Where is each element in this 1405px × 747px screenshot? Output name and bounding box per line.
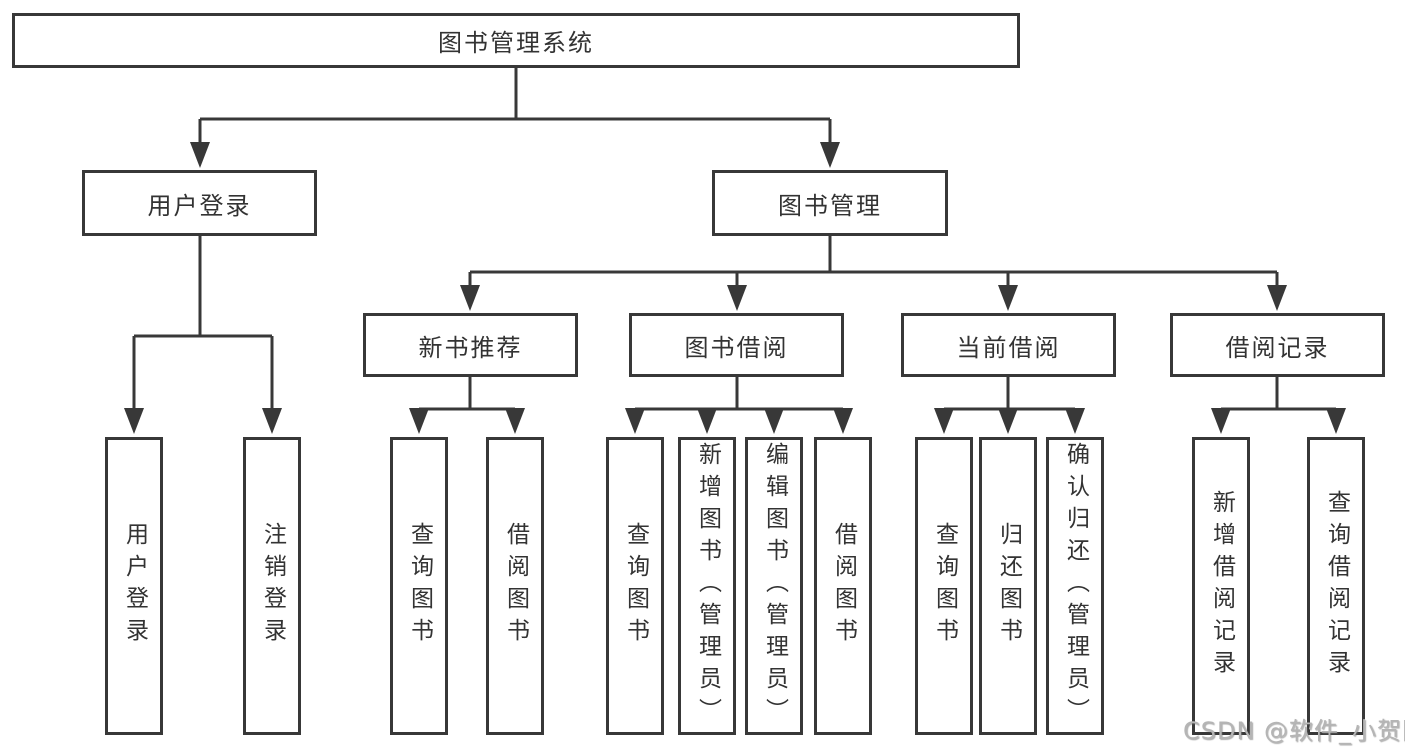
arrow-down-icon [833, 408, 853, 434]
leaf-borrow-books: 借阅图书 [486, 437, 544, 735]
leaf-user-login: 用户登录 [105, 437, 163, 735]
edges-root-to-level2 [190, 68, 840, 168]
leaf-add-borrow-record: 新增借阅记录 [1192, 437, 1250, 735]
leaf-return-books: 归还图书 [979, 437, 1037, 735]
node-book-management: 图书管理 [712, 170, 948, 236]
edges-new-book-recommend-to-leaves [409, 377, 525, 434]
arrow-down-icon [124, 408, 144, 434]
node-current-borrow: 当前借阅 [901, 313, 1116, 377]
arrow-down-icon [998, 285, 1018, 311]
arrow-down-icon [697, 408, 717, 434]
arrow-down-icon [1211, 408, 1231, 434]
arrow-down-icon [934, 408, 954, 434]
edges-borrow-records-to-leaves [1211, 377, 1346, 434]
node-new-book-recommend: 新书推荐 [363, 313, 578, 377]
leaf-edit-books-admin: 编辑图书（管理员） [745, 437, 803, 735]
leaf-confirm-return-admin: 确认归还（管理员） [1046, 437, 1104, 735]
arrow-down-icon [460, 285, 480, 311]
arrow-down-icon [505, 408, 525, 434]
leaf-query-books: 查询图书 [390, 437, 448, 735]
leaf-logout: 注销登录 [243, 437, 301, 735]
node-library-management-system: 图书管理系统 [12, 13, 1020, 68]
edges-book-borrow-to-leaves [625, 377, 853, 434]
arrow-down-icon [820, 142, 840, 168]
leaf-query-books: 查询图书 [606, 437, 664, 735]
arrow-down-icon [1267, 285, 1287, 311]
arrow-down-icon [409, 408, 429, 434]
arrow-down-icon [727, 285, 747, 311]
arrow-down-icon [998, 408, 1018, 434]
leaf-query-books: 查询图书 [915, 437, 973, 735]
leaf-add-books-admin: 新增图书（管理员） [678, 437, 736, 735]
arrow-down-icon [764, 408, 784, 434]
arrow-down-icon [190, 142, 210, 168]
edges-current-borrow-to-leaves [934, 377, 1085, 434]
leaf-borrow-books: 借阅图书 [814, 437, 872, 735]
arrow-down-icon [1326, 408, 1346, 434]
csdn-watermark: CSDN @软件_小贺同学 [1183, 717, 1405, 745]
arrow-down-icon [262, 408, 282, 434]
node-book-borrow: 图书借阅 [629, 313, 844, 377]
leaf-query-borrow-record: 查询借阅记录 [1307, 437, 1365, 735]
edges-book-management-to-level3 [460, 236, 1287, 311]
edges-user-login-to-leaves [124, 236, 282, 434]
node-borrow-records: 借阅记录 [1170, 313, 1385, 377]
arrow-down-icon [625, 408, 645, 434]
node-user-login: 用户登录 [82, 170, 317, 236]
arrow-down-icon [1065, 408, 1085, 434]
